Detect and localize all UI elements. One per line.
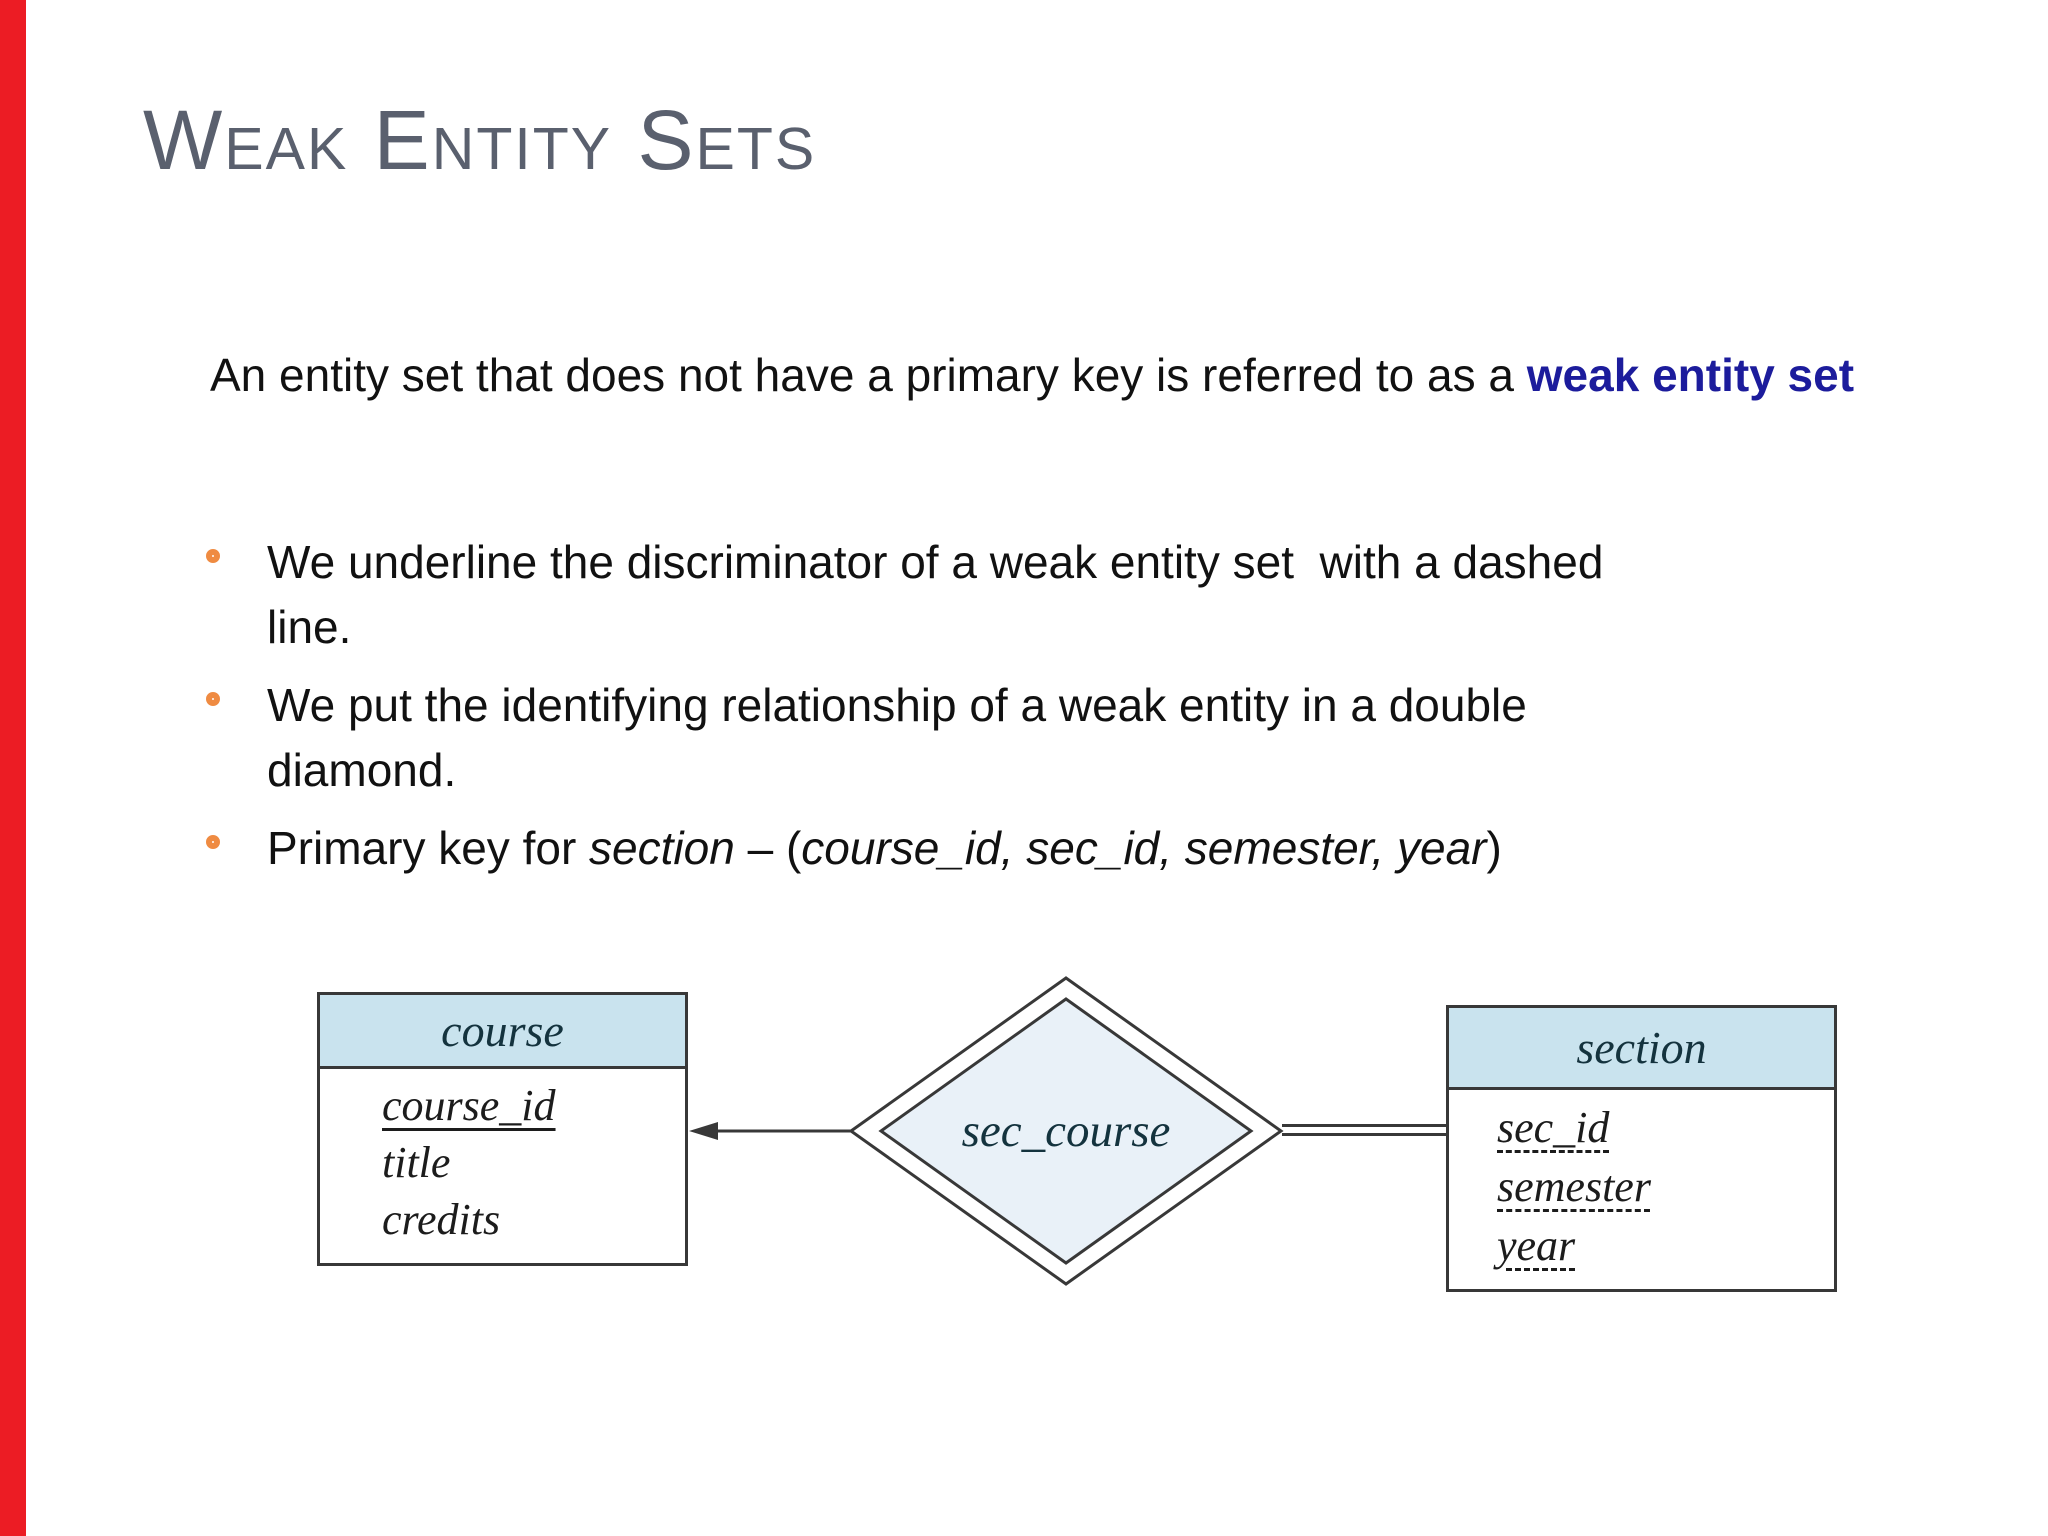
attribute-row: course_id xyxy=(382,1081,556,1130)
attribute-row: title xyxy=(382,1138,451,1187)
attribute-row: semester xyxy=(1497,1162,1651,1211)
relationship-diamond: sec_course xyxy=(848,975,1284,1287)
attribute-row: year xyxy=(1497,1221,1576,1270)
arrow-connector xyxy=(689,1122,852,1140)
intro-highlight: weak entity set xyxy=(1526,349,1855,401)
entity-course-header: course xyxy=(320,995,685,1069)
entity-course-attributes: course_id title credits xyxy=(320,1069,685,1248)
bullet-text: Primary key for section – (course_id, se… xyxy=(267,822,1502,874)
bullet-ring-icon xyxy=(206,549,220,563)
double-line-connector xyxy=(1282,1124,1448,1136)
list-item: Primary key for section – (course_id, se… xyxy=(206,816,1906,881)
entity-section: section sec_id semester year xyxy=(1446,1005,1837,1292)
bullet-text: We underline the discriminator of a weak… xyxy=(267,536,1604,653)
bullet-text: We put the identifying relationship of a… xyxy=(267,679,1527,796)
double-diamond-icon xyxy=(848,976,1284,1286)
list-item: We underline the discriminator of a weak… xyxy=(206,530,1906,660)
entity-section-header: section xyxy=(1449,1008,1834,1090)
bullet-ring-icon xyxy=(206,692,220,706)
relationship-name: sec_course xyxy=(961,1105,1171,1157)
bullet-list: We underline the discriminator of a weak… xyxy=(206,530,1906,894)
intro-text: An entity set that does not have a prima… xyxy=(210,349,1527,401)
attribute-row: sec_id xyxy=(1497,1103,1610,1152)
attribute-row: credits xyxy=(382,1195,501,1244)
entity-section-attributes: sec_id semester year xyxy=(1449,1090,1834,1275)
left-accent-bar xyxy=(0,0,26,1536)
intro-paragraph: An entity set that does not have a prima… xyxy=(210,346,1854,406)
list-item: We put the identifying relationship of a… xyxy=(206,673,1906,803)
entity-section-name: section xyxy=(1576,1022,1707,1073)
arrowhead-icon xyxy=(689,1122,718,1140)
bullet-ring-icon xyxy=(206,835,220,849)
er-diagram: course course_id title credits sec_cours… xyxy=(0,975,2048,1315)
page-title: Weak Entity Sets xyxy=(143,93,817,187)
entity-course: course course_id title credits xyxy=(317,992,688,1266)
entity-course-name: course xyxy=(441,1005,564,1056)
